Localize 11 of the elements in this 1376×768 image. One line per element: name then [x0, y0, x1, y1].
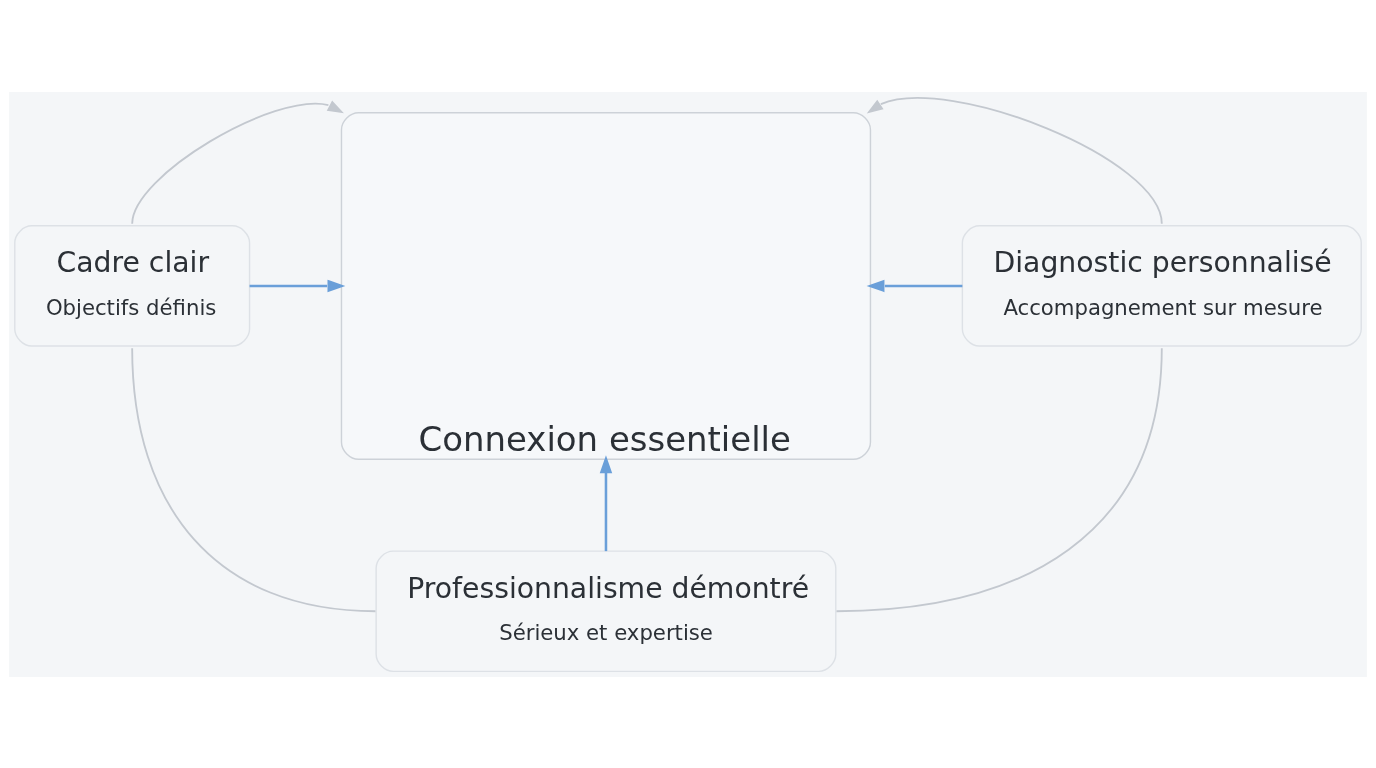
- node-box: Connexion essentielle: [340, 111, 872, 460]
- node-box: Cadre clair Objectifs définis: [14, 224, 251, 347]
- arrow: [131, 100, 344, 225]
- arrow: [866, 279, 963, 292]
- arrow: [249, 279, 346, 292]
- connector: [131, 346, 377, 612]
- arrow: [599, 454, 613, 551]
- connector: [835, 346, 1163, 612]
- node-box: Professionnalisme démontré Sérieux et expertise: [375, 549, 837, 672]
- node-box: Diagnostic personnalisé Accompagnement sur mesure: [961, 224, 1362, 347]
- arrow: [866, 96, 1163, 225]
